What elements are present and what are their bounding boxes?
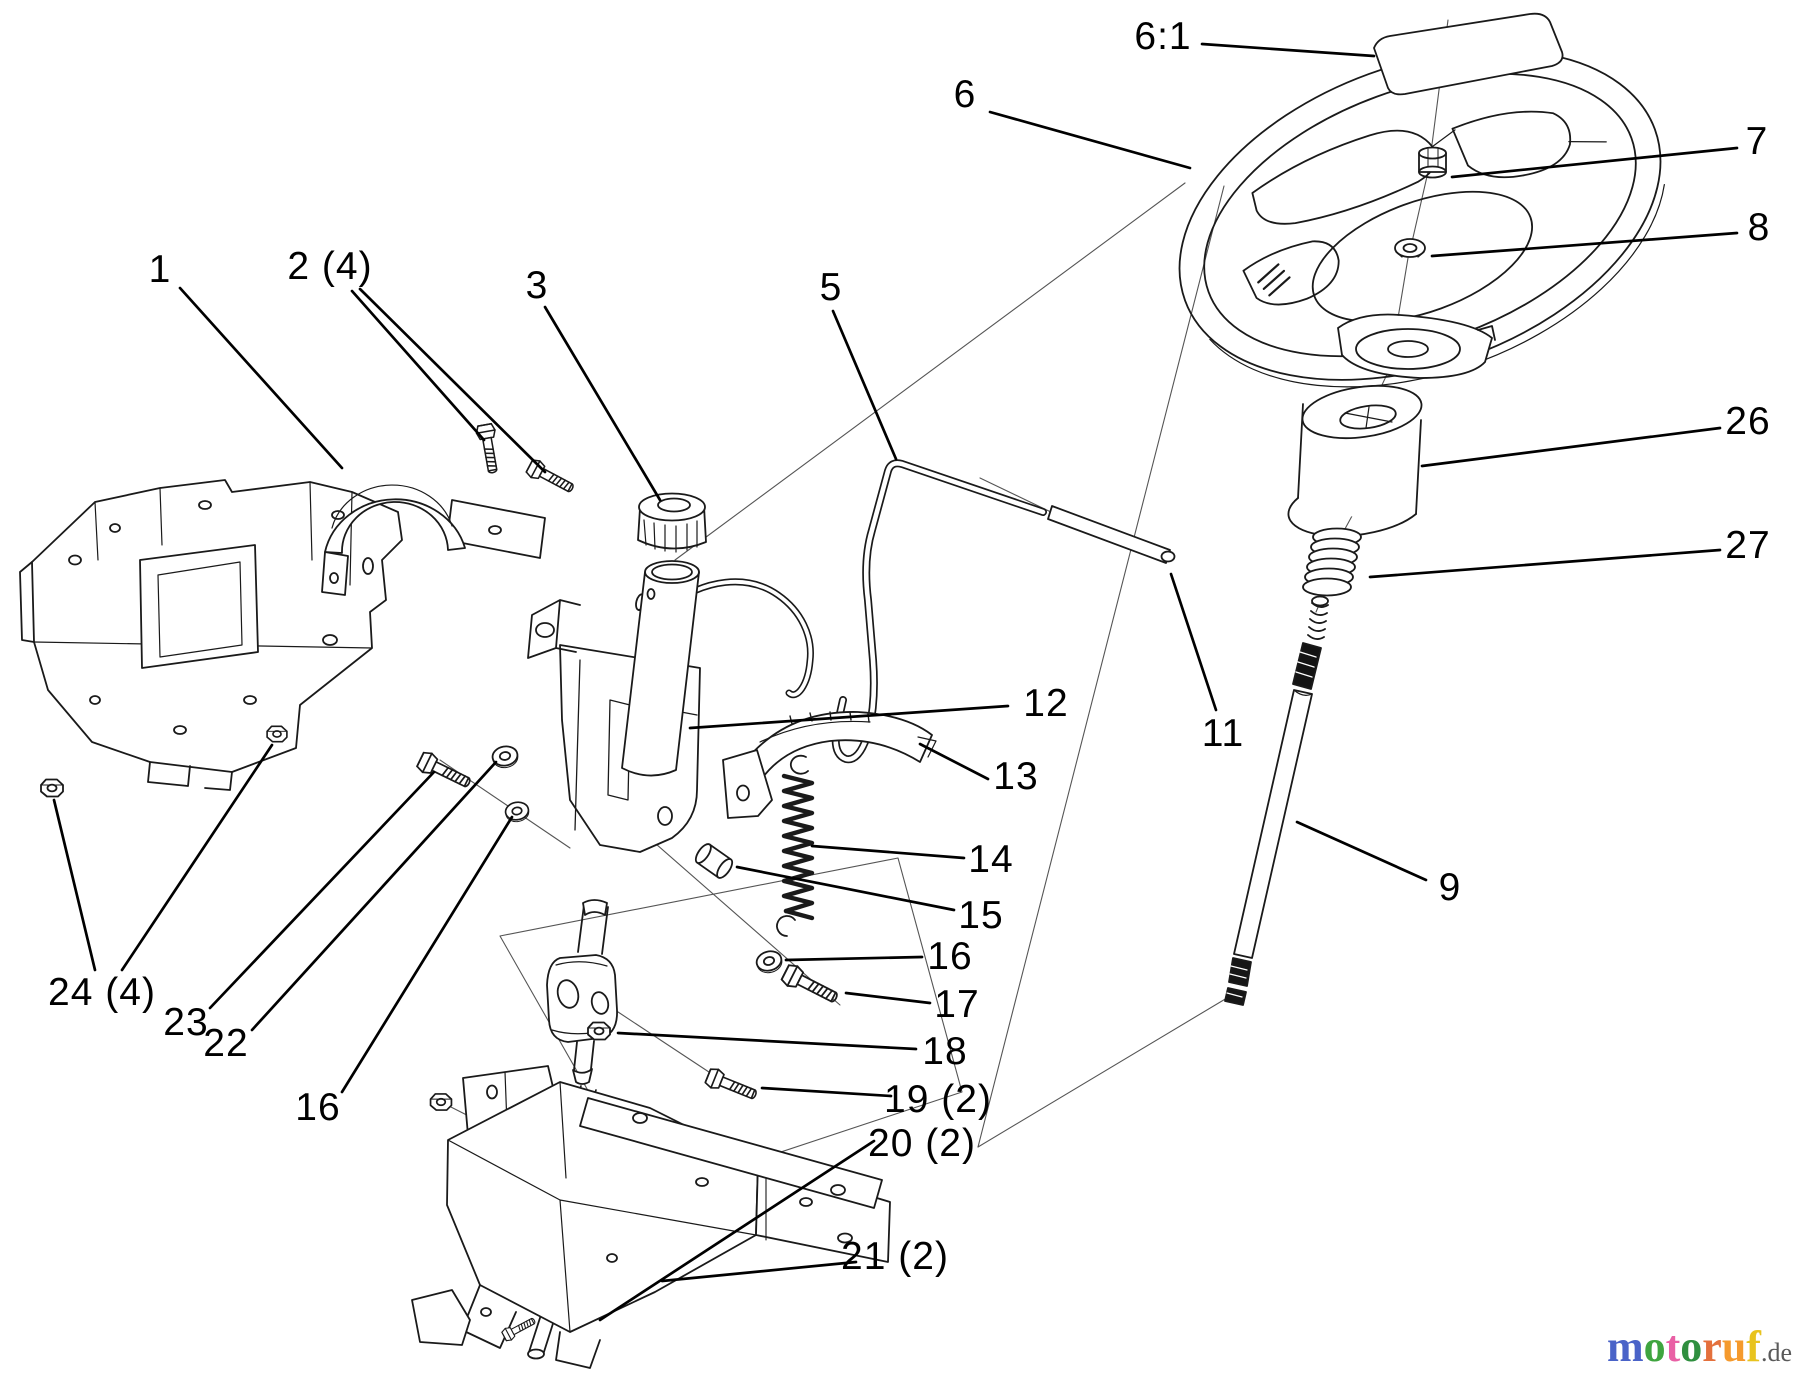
leader-line-18 (616, 1031, 918, 1051)
part-callout-11: 11 (1201, 712, 1245, 755)
part-callout-24: 24 (4) (48, 971, 156, 1014)
leader-line-11 (1169, 572, 1218, 712)
part-callout-23: 23 (163, 1001, 209, 1044)
part-callout-7: 7 (1745, 120, 1769, 163)
leader-line-15 (735, 865, 956, 912)
steering-wheel (1178, 12, 1665, 388)
part-callout-17: 17 (934, 983, 980, 1026)
nut-24a (40, 778, 64, 798)
column-clamp (321, 484, 546, 596)
tilt-cam (722, 711, 937, 819)
part-callout-6: 6 (953, 73, 977, 116)
washer-16-left (503, 799, 531, 825)
part-callout-16l: 16 (295, 1086, 341, 1129)
part-callout-22: 22 (203, 1022, 249, 1065)
bolt-2a (474, 422, 503, 475)
leader-line-26 (1420, 426, 1722, 468)
motoruf-logo-letters: motoruf (1607, 1325, 1761, 1369)
part-callout-27: 27 (1725, 524, 1771, 567)
bolt-20 (500, 1314, 538, 1343)
part-callout-1: 1 (148, 248, 172, 291)
part-callout-8: 8 (1747, 206, 1771, 249)
dash-bracket (19, 479, 403, 791)
washer-22 (490, 743, 521, 771)
leader-line-12 (688, 704, 1010, 730)
bolt-17 (779, 961, 842, 1009)
steering-column (527, 492, 707, 853)
motoruf-logo: motoruf.de (1607, 1325, 1792, 1369)
logo-letter-t: t (1665, 1322, 1681, 1371)
leader-line-19 (760, 1086, 893, 1098)
logo-letter-f: f (1746, 1322, 1761, 1371)
lower-bracket (411, 1065, 891, 1369)
leader-line-17 (844, 991, 932, 1005)
leader-line-23 (208, 770, 436, 1010)
leader-line-3 (543, 305, 662, 502)
part-callout-13: 13 (993, 755, 1039, 798)
nut-24b (266, 725, 288, 743)
callout-leader-lines (52, 42, 1739, 1322)
bolt-2b (524, 457, 578, 498)
shaft-bushing (1287, 384, 1423, 538)
part-callout-3: 3 (525, 264, 549, 307)
universal-joint (546, 899, 618, 1085)
leader-line-7 (1450, 146, 1739, 179)
part-callout-21: 21 (2) (841, 1235, 949, 1278)
leader-line-13 (918, 742, 990, 781)
part-callout-12: 12 (1023, 682, 1069, 725)
leader-line-16l (340, 815, 514, 1094)
hub-washer (1394, 238, 1426, 258)
leader-line-2 (358, 287, 547, 474)
wheel-nut (1418, 146, 1447, 179)
part-callout-9: 9 (1438, 866, 1462, 909)
tilt-handle (831, 459, 1047, 764)
extension-spring (776, 754, 815, 937)
nut-19 (429, 1093, 453, 1111)
wheel-cap (1373, 12, 1564, 96)
part-callout-26: 26 (1725, 400, 1771, 443)
part-callout-6-1: 6:1 (1134, 15, 1192, 58)
part-callout-2: 2 (4) (287, 245, 373, 288)
leader-line-6-1 (1200, 42, 1376, 58)
leader-line-1 (178, 286, 344, 470)
leader-line-5 (831, 309, 898, 461)
tilt-rod (1047, 505, 1176, 564)
leader-line-8 (1430, 231, 1739, 258)
leader-line-9 (1295, 820, 1428, 882)
leader-line-27 (1368, 548, 1722, 579)
logo-letter-m: m (1606, 1322, 1644, 1371)
leader-line-24 (52, 798, 97, 972)
part-callout-19: 19 (2) (884, 1078, 992, 1121)
logo-letter-o: o (1643, 1322, 1666, 1371)
part-callout-16r: 16 (927, 935, 973, 978)
leader-line-16r (784, 955, 924, 962)
leader-line-20 (598, 1139, 876, 1322)
bolt-23 (414, 749, 475, 794)
leader-line-22 (250, 760, 498, 1032)
steering-shaft-stack (1047, 384, 1423, 1006)
bolt-19 (703, 1065, 761, 1106)
leader-line-2 (350, 289, 486, 442)
part-callout-14: 14 (968, 838, 1014, 881)
splined-bushing (637, 492, 707, 553)
leader-line-14 (810, 844, 966, 860)
shaft-spring (1302, 527, 1362, 597)
logo-letter-u: u (1721, 1322, 1747, 1371)
part-callout-18: 18 (922, 1030, 968, 1073)
logo-letter-o: o (1680, 1322, 1703, 1371)
part-callout-15: 15 (958, 894, 1004, 937)
spacer (694, 843, 734, 879)
wheel-hub-cup (1337, 313, 1496, 379)
leader-line-6 (988, 110, 1192, 170)
logo-letter-r: r (1702, 1322, 1722, 1371)
leader-line-21 (660, 1260, 858, 1283)
motoruf-logo-suffix: .de (1760, 1338, 1792, 1367)
nut-18 (587, 1021, 611, 1041)
part-callout-20: 20 (2) (868, 1122, 976, 1165)
part-callout-5: 5 (819, 266, 843, 309)
leader-line-24 (120, 743, 274, 972)
steering-shaft (1224, 595, 1329, 1006)
